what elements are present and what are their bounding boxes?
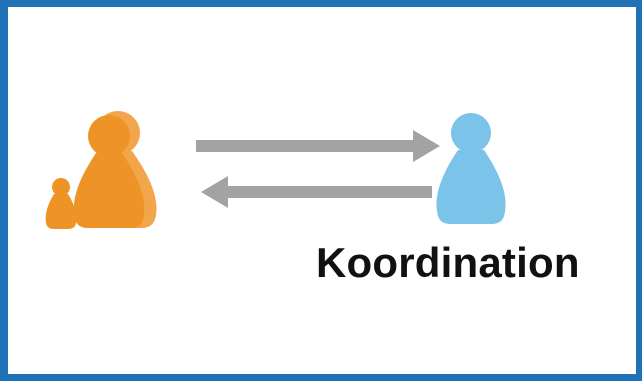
arrow-left-icon	[201, 176, 432, 208]
people-group-icon	[45, 111, 157, 229]
front-figure	[73, 115, 145, 228]
arrow-right-icon	[196, 130, 440, 162]
person-icon	[436, 113, 506, 224]
small-figure	[45, 178, 77, 229]
caption-label: Koordination	[316, 239, 580, 286]
coordination-diagram	[45, 111, 506, 229]
